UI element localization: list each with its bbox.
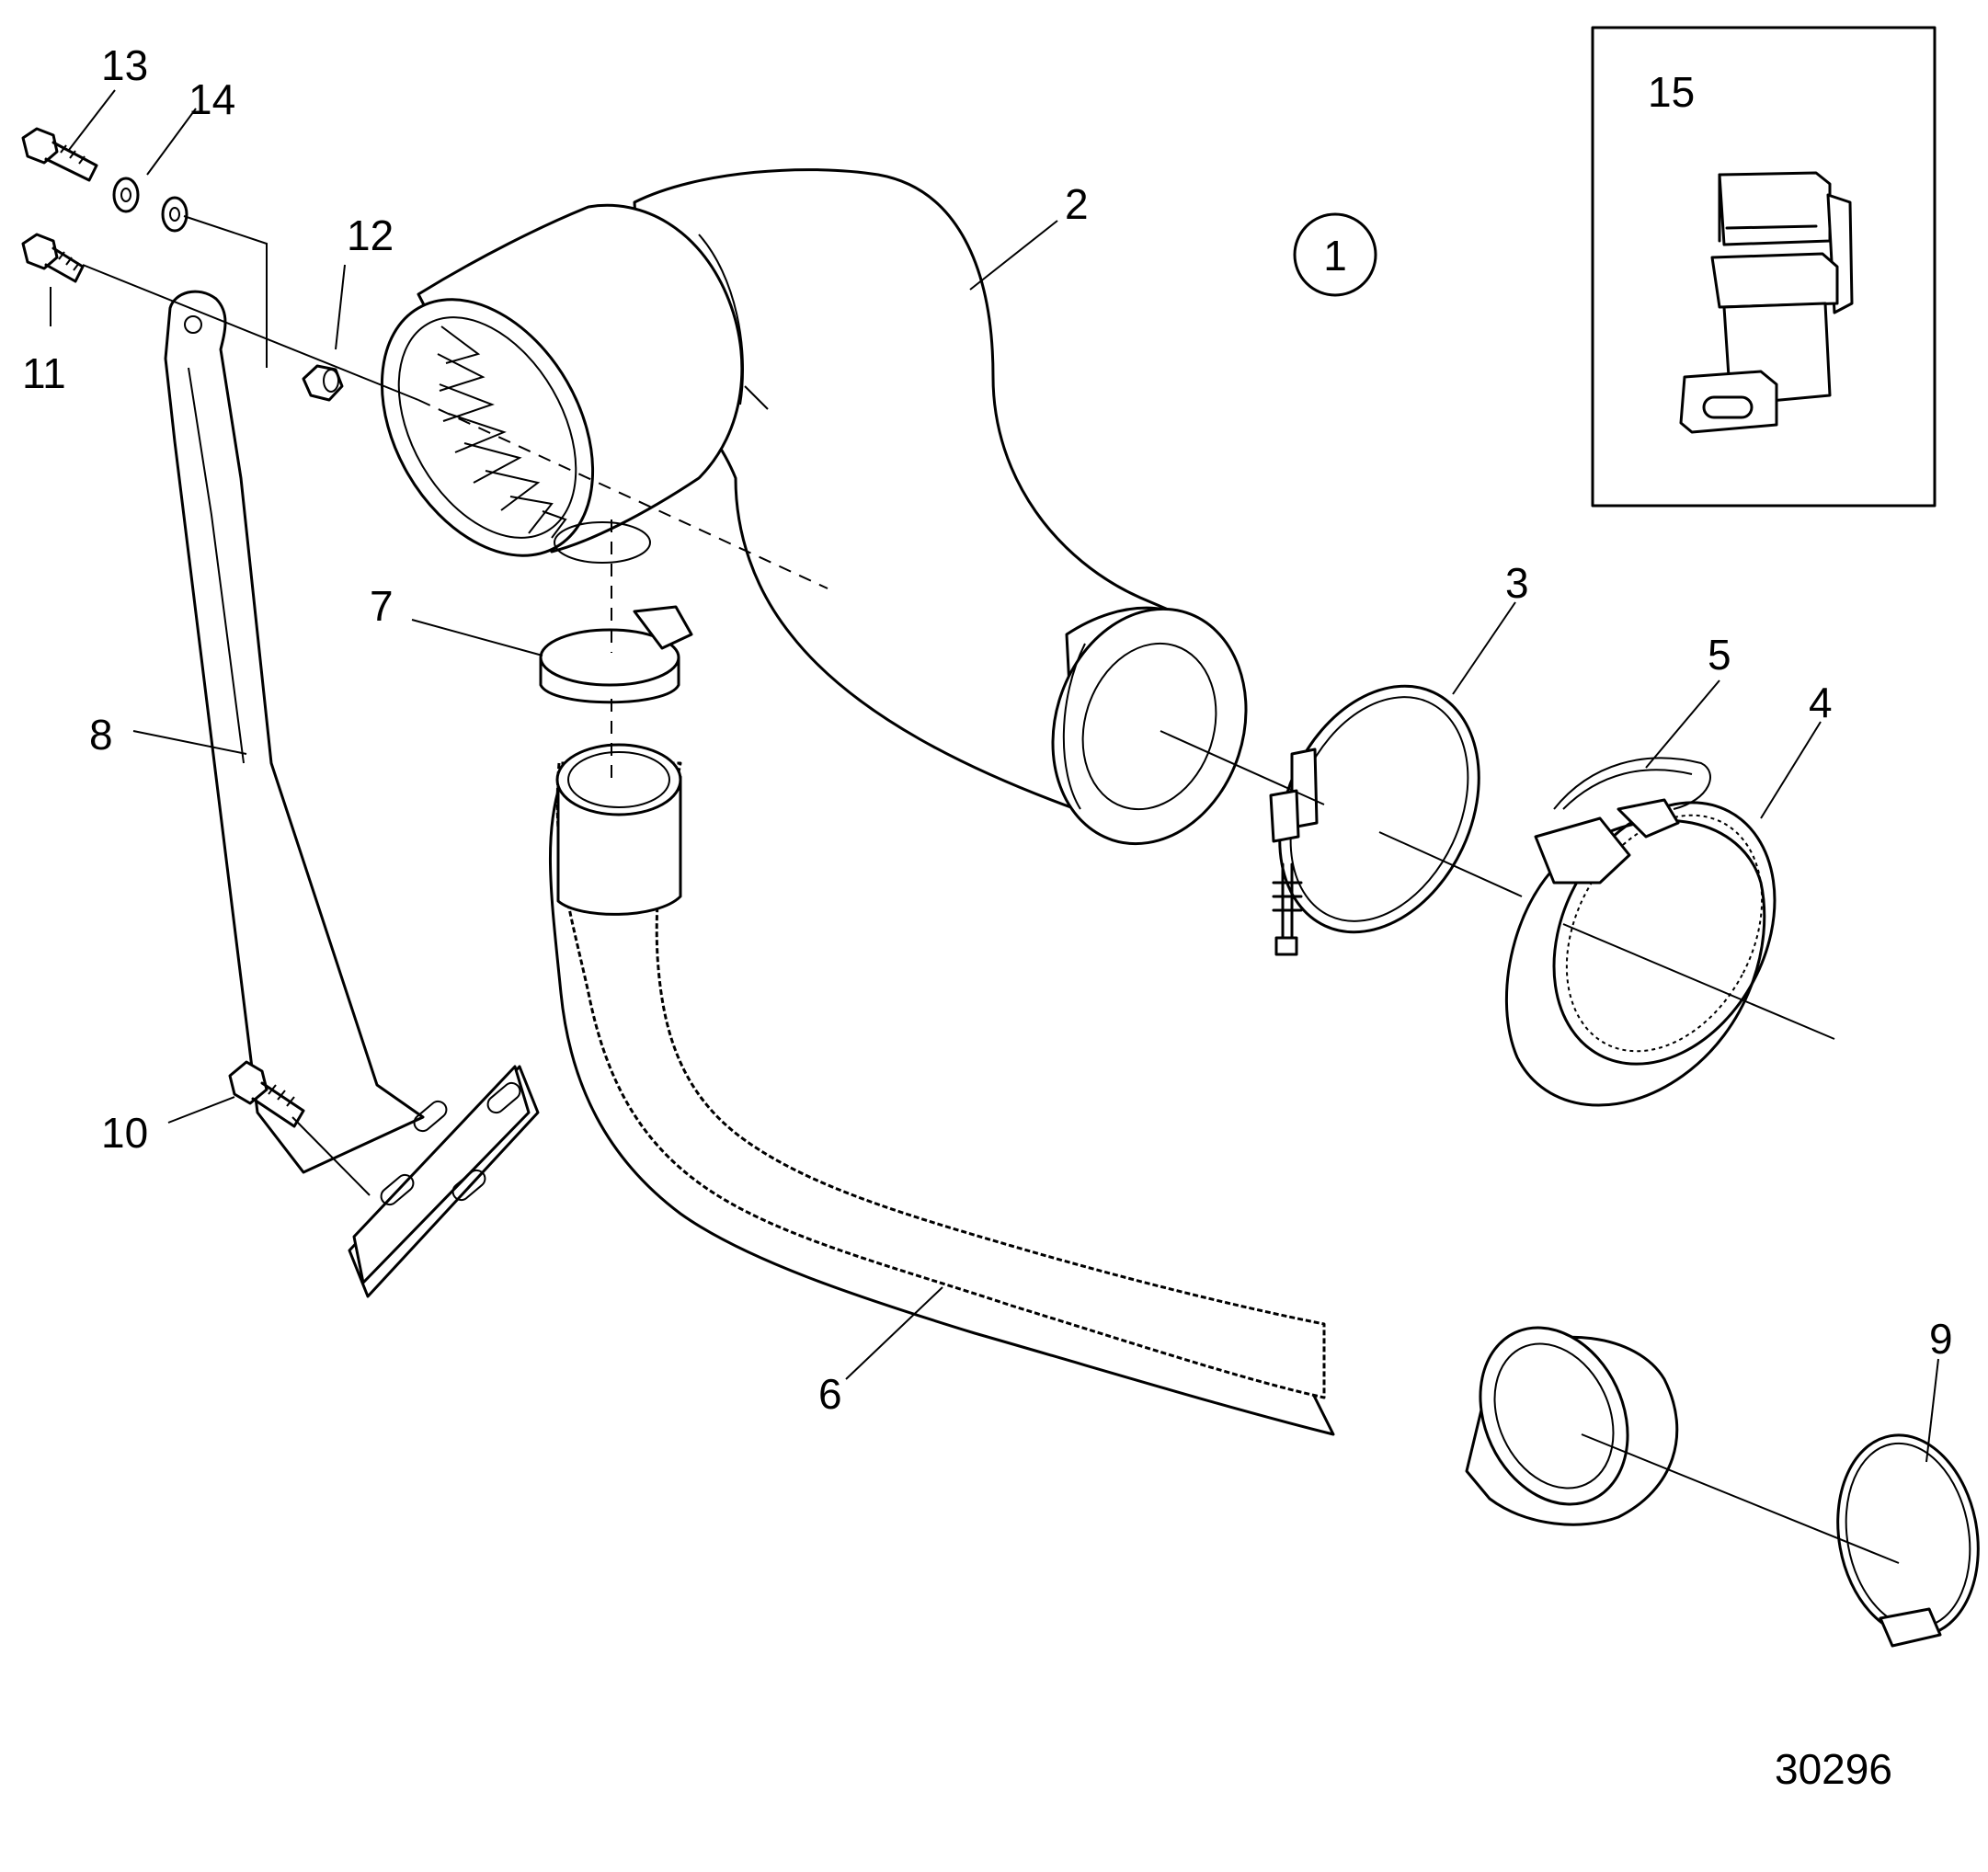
callout-3: 3 (1505, 559, 1529, 607)
washer-part-14 (112, 177, 189, 233)
callout-14: 14 (189, 75, 235, 123)
bolt-part-11 (21, 233, 85, 283)
bolt-part-10 (228, 1060, 305, 1128)
callout-6: 6 (818, 1370, 842, 1418)
band-part-4 (1505, 801, 1777, 1107)
callout-leaders (50, 89, 1939, 1463)
corrugated-hose-part-6 (548, 743, 1679, 1526)
callout-9: 9 (1929, 1315, 1953, 1363)
view-marker-label: 1 (1323, 232, 1347, 280)
assembly-lines (82, 215, 1900, 1564)
callout-13: 13 (101, 41, 148, 89)
nut-part-12 (302, 364, 344, 402)
view-marker: 1 (1293, 212, 1377, 297)
callout-12: 12 (347, 211, 394, 259)
vband-clamp-part-3 (1269, 684, 1480, 956)
callout-4: 4 (1809, 679, 1833, 726)
callout-15: 15 (1648, 68, 1695, 116)
intake-housing-part-2 (380, 168, 1248, 846)
hose-clamp-part-7 (539, 605, 693, 704)
hose-clamp-part-9 (1836, 1433, 1980, 1648)
connector-part-15 (1679, 171, 1854, 434)
callout-10: 10 (101, 1109, 148, 1157)
spring-clip-part-5 (1534, 757, 1711, 885)
bracket-part-8 (164, 290, 540, 1298)
drawing-number: 30296 (1775, 1745, 1892, 1793)
callout-7: 7 (370, 582, 394, 630)
callout-11: 11 (22, 349, 66, 397)
inset-box: 15 (1591, 26, 1937, 508)
callout-5: 5 (1708, 631, 1731, 679)
callout-8: 8 (89, 711, 113, 759)
callouts: 2 3 4 5 6 7 8 9 10 11 12 13 14 (22, 41, 1953, 1418)
bolt-part-13 (21, 127, 98, 182)
callout-2: 2 (1065, 180, 1089, 228)
